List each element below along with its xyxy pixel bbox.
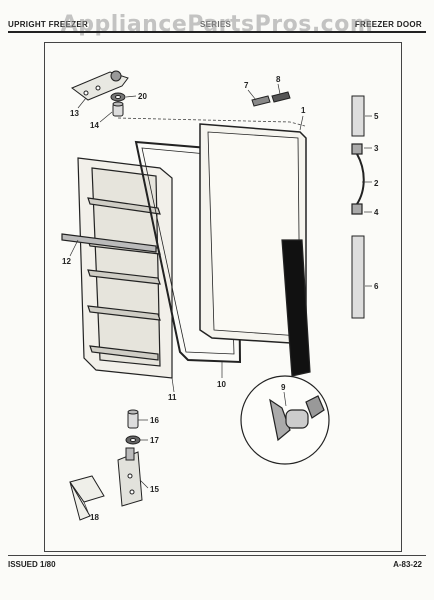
alignment-line (117, 117, 306, 127)
footer-page-code: A-83-22 (393, 560, 422, 569)
leader-lines (69, 83, 372, 513)
handle-cover-bottom-part (351, 235, 365, 319)
callout-10: 10 (217, 380, 226, 389)
callout-14: 14 (90, 121, 99, 130)
header-section-title: FREEZER DOOR (354, 20, 422, 29)
header-rule (8, 31, 426, 33)
hinge-washer-part (110, 92, 126, 102)
callout-9: 9 (281, 383, 286, 392)
callout-12: 12 (62, 257, 71, 266)
callout-7: 7 (244, 81, 249, 90)
door-shelf-bar-part (61, 233, 157, 253)
top-hinge-bracket-part (71, 70, 129, 101)
hinge-bushing-part (112, 101, 124, 117)
outer-door-shell-part (199, 123, 307, 345)
callout-15: 15 (150, 485, 159, 494)
callout-18: 18 (90, 513, 99, 522)
bottom-hinge-bracket-part (117, 447, 143, 507)
callout-2: 2 (374, 179, 379, 188)
footer-issued-date: ISSUED 1/80 (8, 560, 56, 569)
bottom-hinge-pin-part (127, 409, 139, 429)
header-model: UPRIGHT FREEZER (8, 20, 89, 29)
door-trim-pieces-part (251, 91, 291, 107)
callout-1: 1 (301, 106, 306, 115)
callout-6: 6 (374, 282, 379, 291)
header-series: SERIES (200, 20, 232, 29)
callout-8: 8 (276, 75, 281, 84)
handle-cover-top-part (351, 95, 365, 137)
door-lock-detail (240, 239, 330, 465)
callout-13: 13 (70, 109, 79, 118)
door-handle-part (351, 143, 365, 215)
footer-rule (8, 555, 426, 556)
callout-17: 17 (150, 436, 159, 445)
callout-5: 5 (374, 112, 379, 121)
callout-3: 3 (374, 144, 379, 153)
door-inner-panel-part (77, 157, 173, 379)
hinge-shim-part (69, 475, 105, 521)
callout-11: 11 (168, 393, 177, 402)
diagram-frame (44, 42, 402, 552)
callout-4: 4 (374, 208, 379, 217)
callout-20: 20 (138, 92, 147, 101)
bottom-hinge-washer-part (125, 435, 141, 445)
callout-16: 16 (150, 416, 159, 425)
